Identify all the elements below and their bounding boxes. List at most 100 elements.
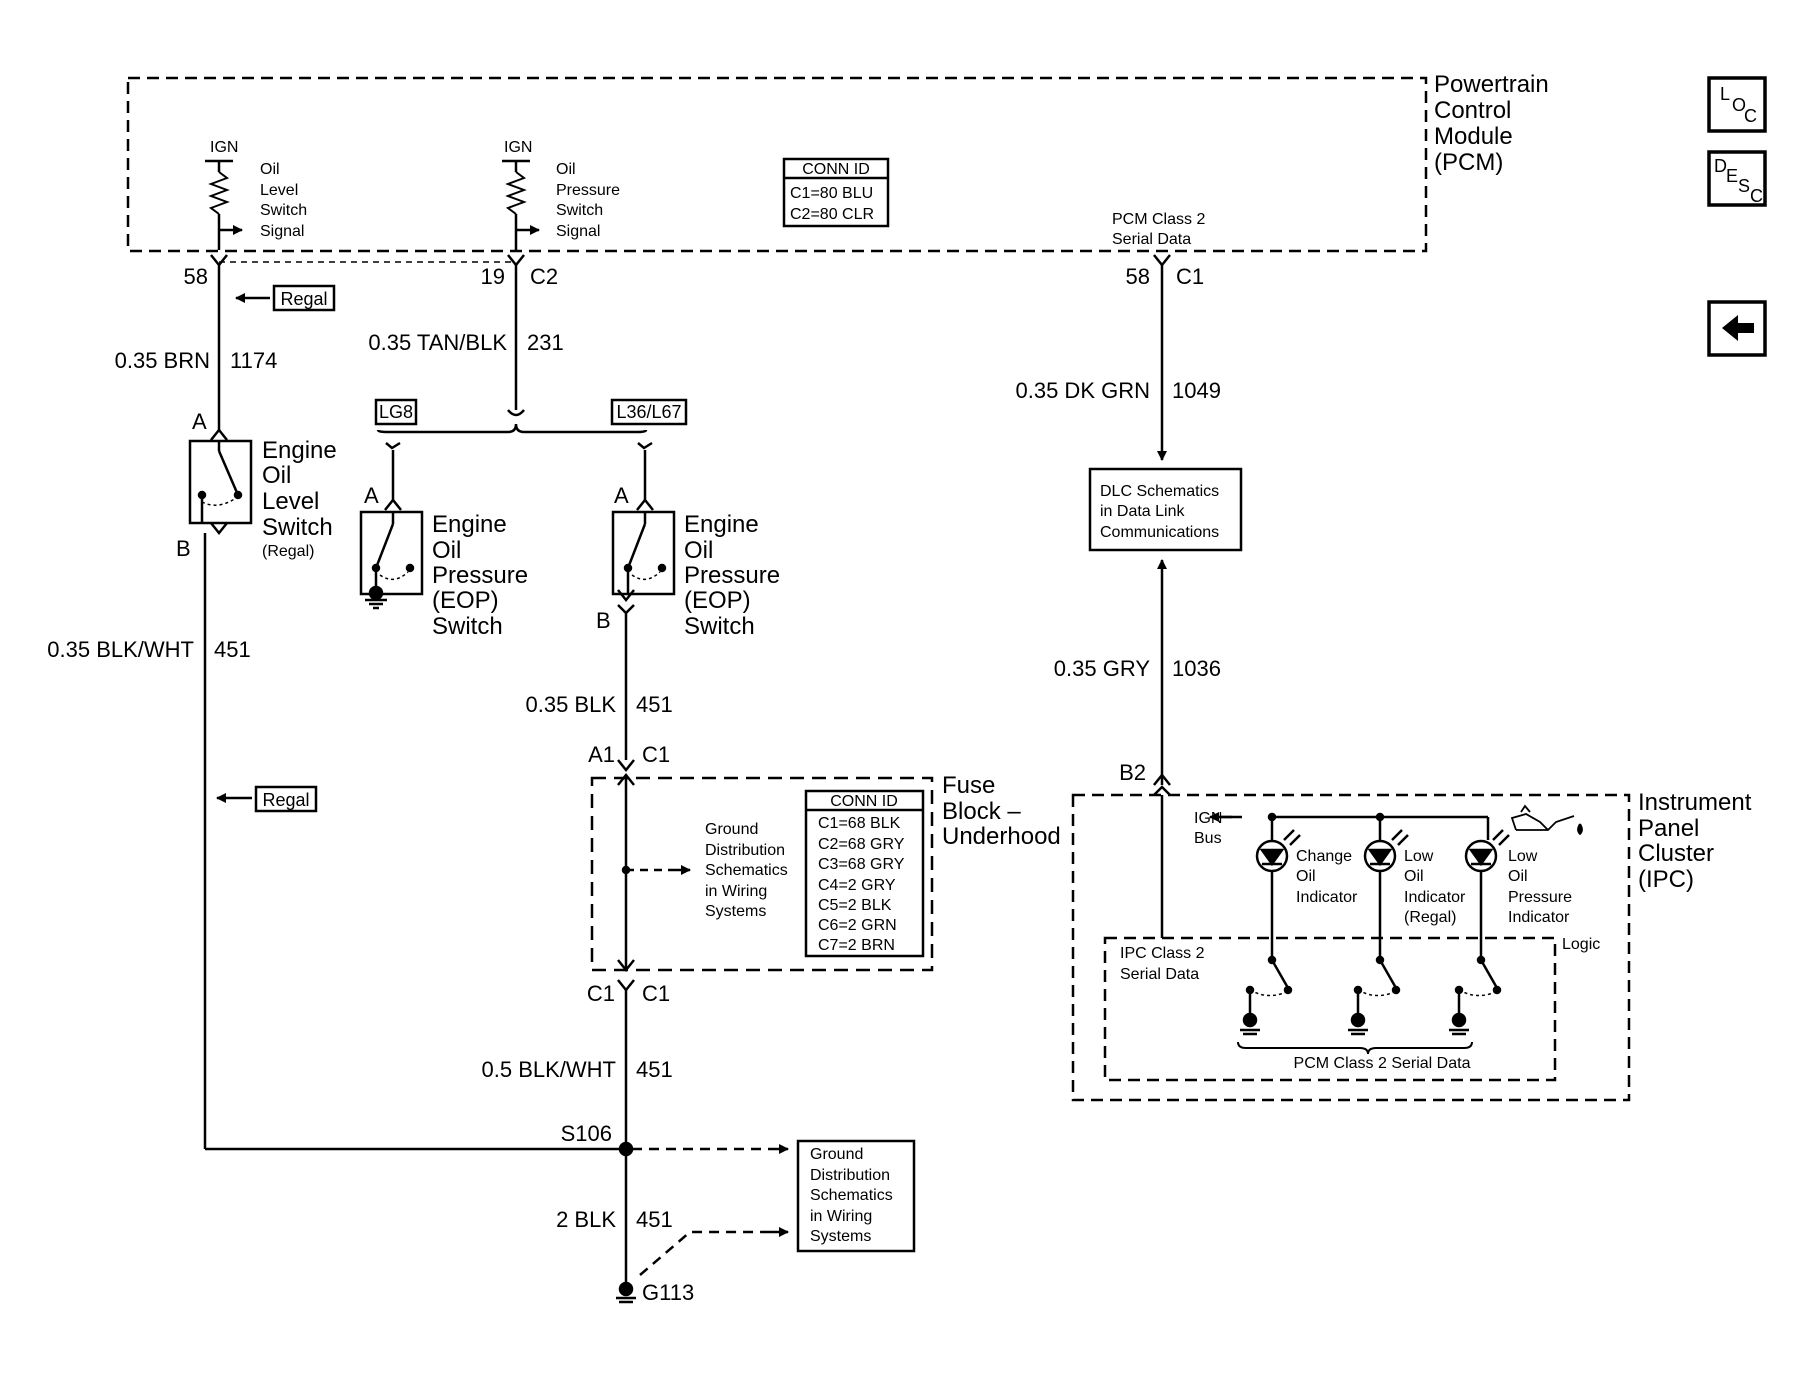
fuse-title-1: Fuse — [942, 772, 995, 799]
pcm-class2-serial-data: PCM Class 2 Serial Data — [1294, 1055, 1471, 1072]
wire-1036-circuit: 1036 — [1172, 656, 1221, 681]
ipc-pin-b2: B2 — [1119, 760, 1146, 785]
eop-right-name-3: Pressure — [684, 562, 780, 589]
pin-c2: C2 — [530, 264, 558, 289]
logic-label: Logic — [1562, 936, 1600, 953]
change-oil-2: Oil — [1296, 868, 1316, 885]
wire-451-ground-circuit: 451 — [636, 1207, 673, 1232]
fuse-ground-ref-1: Ground — [705, 821, 758, 838]
dlc-box — [1088, 467, 1243, 552]
ipc-class2-1: IPC Class 2 — [1120, 945, 1205, 962]
wire-451-ground-color: 2 BLK — [556, 1207, 616, 1232]
ground-box-1: Ground — [810, 1146, 863, 1163]
engine-oil-level-switch — [188, 439, 253, 525]
ign-label-1: IGN — [210, 139, 238, 156]
level-switch-name-4: Switch — [262, 514, 333, 541]
wire-1049-circuit: 1049 — [1172, 378, 1221, 403]
pcm-class2-2: Serial Data — [1112, 231, 1191, 248]
wire-231-circuit: 231 — [527, 330, 564, 355]
low-oil-led — [1363, 829, 1409, 960]
fuse-conn-row-3: C3=68 GRY — [818, 856, 905, 873]
low-oil-4: (Regal) — [1404, 909, 1456, 926]
fuse-conn-row-5: C5=2 BLK — [818, 897, 892, 914]
oil-level-signal-2: Level — [260, 182, 298, 199]
ground-box-3: Schematics — [810, 1187, 893, 1204]
pcm-title-3: Module — [1434, 123, 1513, 150]
fuse-conn-row-6: C6=2 GRN — [818, 917, 897, 934]
level-switch-name-3: Level — [262, 488, 319, 515]
loc-letter-l: L — [1720, 84, 1730, 104]
dlc-line-1: DLC Schematics — [1100, 483, 1219, 500]
fuse-conn-row-7: C7=2 BRN — [818, 937, 895, 954]
low-oil-pressure-4: Indicator — [1508, 909, 1570, 926]
low-oil-3: Indicator — [1404, 889, 1466, 906]
oil-pressure-signal-4: Signal — [556, 223, 600, 240]
ground-box-4: in Wiring — [810, 1208, 872, 1225]
left-arrow-icon — [1722, 315, 1754, 341]
eop-right-name-5: Switch — [684, 613, 755, 640]
level-switch-note: (Regal) — [262, 543, 314, 560]
ipc-class2-2: Serial Data — [1120, 966, 1199, 983]
pcm-conn-row-2: C2=80 CLR — [790, 206, 874, 223]
oil-pressure-signal-2: Pressure — [556, 182, 620, 199]
pcm-conn-id-title: CONN ID — [802, 161, 870, 178]
pcm-boundary — [126, 76, 1428, 253]
regal-tag-2 — [254, 785, 318, 813]
regal-tag-2-label: Regal — [262, 790, 309, 810]
fuse-conn-id-title: CONN ID — [830, 793, 898, 810]
loc-letter-c: C — [1744, 106, 1757, 126]
eop-right-name-4: (EOP) — [684, 587, 751, 614]
low-oil-pressure-led — [1464, 829, 1510, 960]
ipc-boundary — [1071, 793, 1631, 1102]
oil-level-signal-4: Signal — [260, 223, 304, 240]
fuse-pin-a1: A1 — [588, 742, 615, 767]
pcm-title-4: (PCM) — [1434, 149, 1503, 176]
ipc-title-1: Instrument — [1638, 789, 1752, 816]
eop-left-name-1: Engine — [432, 511, 507, 538]
pcm-title-2: Control — [1434, 97, 1511, 124]
eop-left-pin-a: A — [364, 483, 379, 508]
wire-451-left-circuit: 451 — [214, 637, 251, 662]
oil-can-icon — [1510, 804, 1583, 836]
wire-451-fuse-color: 0.5 BLK/WHT — [482, 1057, 616, 1082]
wire-1174-color: 0.35 BRN — [115, 348, 210, 373]
pcm-class2-1: PCM Class 2 — [1112, 211, 1205, 228]
dlc-line-3: Communications — [1100, 524, 1219, 541]
low-oil-1: Low — [1404, 848, 1434, 865]
change-oil-led — [1255, 829, 1301, 960]
eop-left-name-5: Switch — [432, 613, 503, 640]
regal-tag-1 — [272, 284, 336, 312]
desc-button[interactable]: D E S C — [1707, 150, 1767, 207]
pcm-title-1: Powertrain — [1434, 71, 1549, 98]
loc-button[interactable]: L O C — [1707, 76, 1767, 133]
eop-left-name-4: (EOP) — [432, 587, 499, 614]
lg8-tag — [374, 398, 418, 426]
eop-right-pin-b: B — [596, 608, 611, 633]
low-oil-pressure-1: Low — [1508, 848, 1538, 865]
desc-letter-s: S — [1738, 176, 1750, 196]
wire-451-blk-color: 0.35 BLK — [525, 692, 616, 717]
ign-bus-2: Bus — [1194, 830, 1222, 847]
back-button[interactable] — [1707, 300, 1767, 357]
fuse-title-2: Block – — [942, 798, 1021, 825]
ipc-title-4: (IPC) — [1638, 866, 1694, 893]
pin-c1-right: C1 — [1176, 264, 1204, 289]
ground-ref-box — [796, 1139, 916, 1253]
wire-451-blk-circuit: 451 — [636, 692, 673, 717]
desc-letter-d: D — [1714, 156, 1727, 176]
